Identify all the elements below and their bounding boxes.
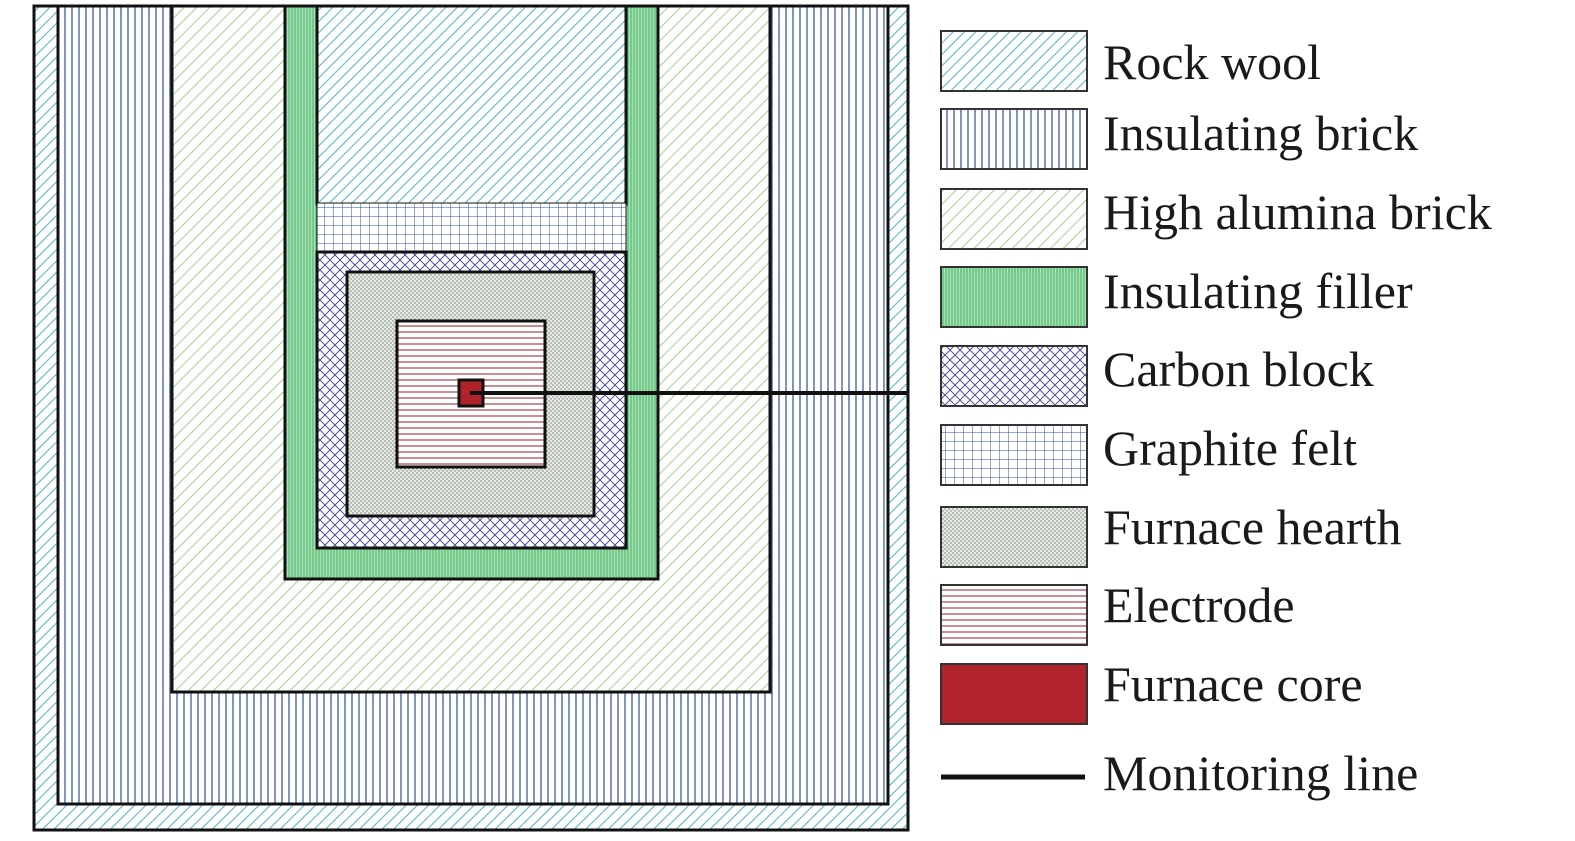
legend-label-furnace-core: Furnace core: [1103, 656, 1363, 712]
legend-swatch-carbon-block: [940, 345, 1088, 407]
legend-swatch-insulating-filler: [940, 266, 1088, 328]
legend-label-graphite-felt: Graphite felt: [1103, 420, 1357, 476]
legend-label-insulating-filler: Insulating filler: [1103, 263, 1413, 319]
legend-swatch-high-alumina-brick: [940, 188, 1088, 250]
legend: [940, 30, 1088, 780]
legend-label-high-alumina-brick: High alumina brick: [1103, 184, 1492, 240]
legend-label-monitoring-line: Monitoring line: [1103, 745, 1418, 801]
furnace-body: [32, 4, 910, 832]
legend-swatch-rock-wool: [940, 30, 1088, 92]
legend-label-rock-wool: Rock wool: [1103, 34, 1321, 90]
legend-swatch-insulating-brick: [940, 108, 1088, 170]
graphite-felt-layer: [316, 202, 627, 254]
legend-swatch-furnace-hearth: [940, 506, 1088, 568]
legend-swatch-electrode: [940, 584, 1088, 646]
legend-label-furnace-hearth: Furnace hearth: [1103, 499, 1401, 555]
legend-labels: Rock wool Insulating brick High alumina …: [1103, 34, 1492, 801]
legend-label-insulating-brick: Insulating brick: [1103, 105, 1418, 161]
legend-label-carbon-block: Carbon block: [1103, 341, 1374, 397]
legend-swatch-furnace-core: [940, 663, 1088, 725]
legend-swatch-graphite-felt: [940, 424, 1088, 486]
rock-wool-top-fill: [315, 4, 628, 206]
legend-label-electrode: Electrode: [1103, 577, 1295, 633]
